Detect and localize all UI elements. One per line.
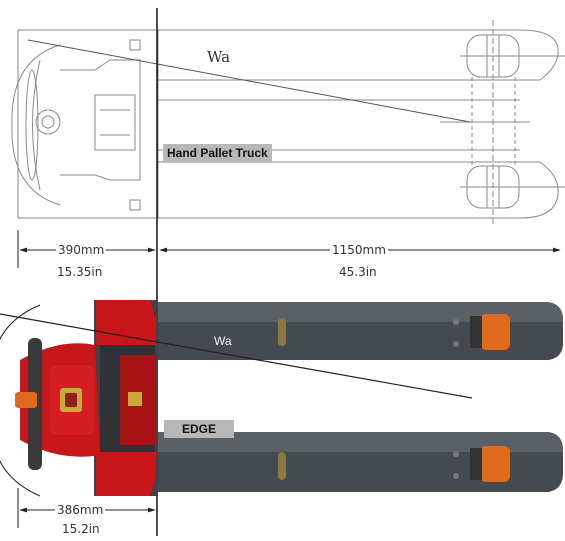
top-left-dim-mm: 390mm — [56, 243, 107, 257]
bottom-wa-label: Wa — [214, 334, 232, 348]
top-right-dim-in: 45.3in — [339, 265, 377, 279]
top-right-dim-mm: 1150mm — [330, 243, 388, 257]
top-body-outline — [17, 29, 159, 219]
top-handle-arc — [11, 44, 61, 206]
top-title-tag: Hand Pallet Truck — [163, 144, 272, 162]
bottom-handle-arc — [0, 304, 41, 497]
bottom-wa-diagonal — [0, 313, 473, 399]
bottom-left-dim-in: 15.2in — [62, 522, 100, 536]
roller-lower — [480, 446, 510, 482]
top-left-dim-in: 15.35in — [57, 265, 103, 279]
bottom-title-tag: EDGE — [164, 420, 234, 438]
bottom-left-dim-mm: 386mm — [55, 503, 106, 517]
top-line-drawing — [11, 20, 565, 225]
red-housing-bottom — [96, 452, 156, 496]
roller-upper — [480, 314, 510, 350]
bottom-edge-truck — [15, 300, 563, 496]
top-wa-diagonal — [27, 39, 471, 123]
top-wa-label: Wa — [207, 48, 231, 66]
red-housing-top — [96, 300, 156, 345]
